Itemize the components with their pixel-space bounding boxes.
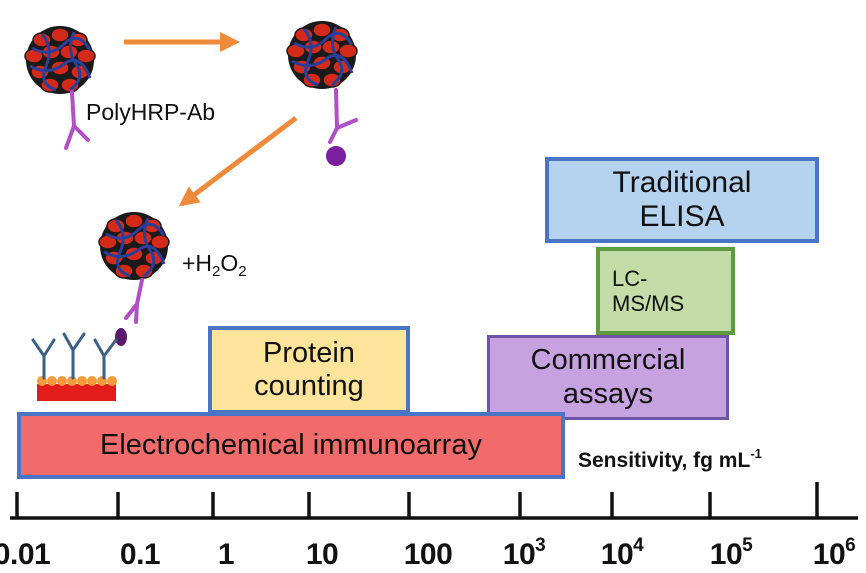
lc-ms-ms-box: LC- MS/MS: [596, 247, 735, 335]
polyhrp-cluster-icon: [23, 24, 97, 150]
diagonal-arrow-icon: [178, 116, 298, 207]
electrochemical-immunoarray-box: Electrochemical immunoarray: [17, 412, 565, 479]
traditional-elisa-box: Traditional ELISA: [545, 157, 819, 243]
protein-counting-box: Protein counting: [208, 326, 410, 414]
commercial-assays-box: Commercial assays: [487, 335, 729, 420]
tick-label: 100: [403, 538, 453, 571]
tick-label: 104: [600, 535, 644, 571]
tick-label: 1: [217, 538, 235, 571]
sensitivity-axis: [10, 482, 858, 520]
tick-label: 106: [812, 535, 856, 571]
polyhrp-ab-label: PolyHRP-Ab: [86, 99, 216, 125]
tick-label: 10: [305, 538, 339, 571]
tick-label: 105: [709, 535, 753, 571]
tick-label: 103: [502, 535, 546, 571]
axis-title: Sensitivity, fg mL-1: [578, 446, 762, 472]
polyhrp-bound-antigen-icon: [285, 19, 359, 166]
tick-label: 0.01: [0, 538, 51, 571]
polyhrp-substrate-icon: [97, 210, 171, 346]
sensor-icon: [31, 332, 118, 401]
h2o2-label: +H2O2: [182, 250, 247, 280]
tick-label: 0.1: [119, 538, 161, 571]
